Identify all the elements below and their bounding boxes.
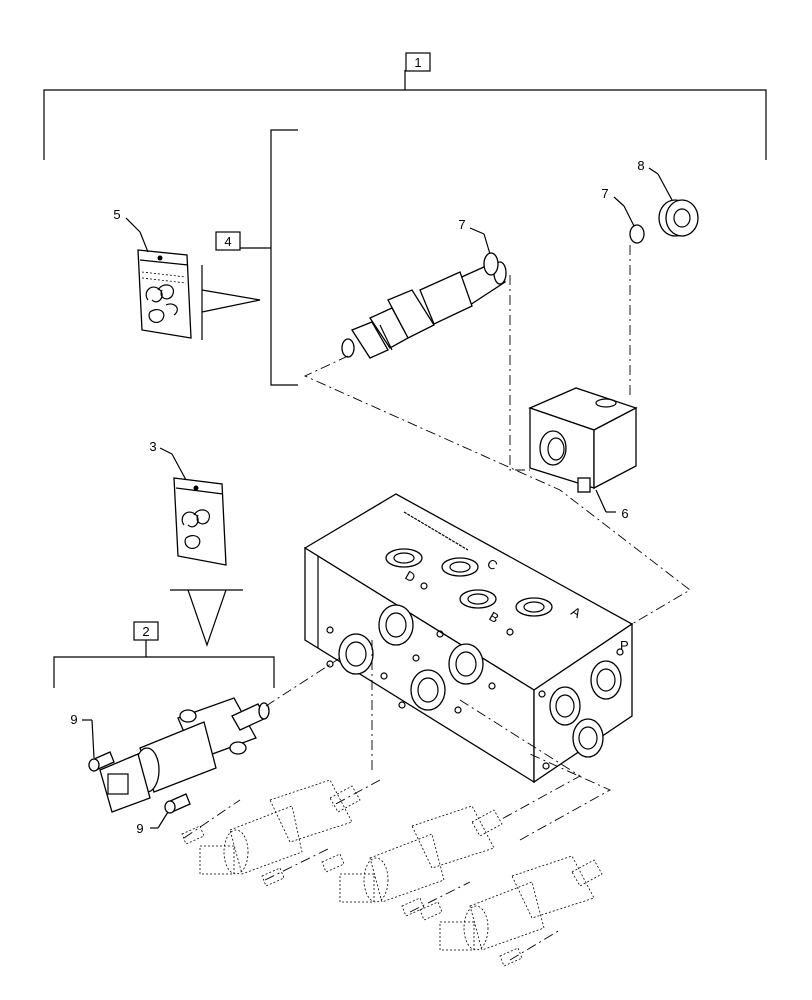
phantom-solenoid-valve-3 bbox=[419, 855, 603, 967]
port-letter-p: P bbox=[620, 638, 629, 653]
callout-9b: 9 bbox=[136, 821, 143, 836]
callout-8: 8 bbox=[637, 158, 644, 173]
o-ring-7b bbox=[629, 224, 645, 244]
group-1-bracket: 1 bbox=[43, 52, 767, 160]
phantom-solenoid-valve-2 bbox=[321, 805, 503, 917]
phantom-solenoid-valve-1 bbox=[181, 779, 361, 887]
callout-7a: 7 bbox=[458, 217, 465, 232]
callout-2: 2 bbox=[142, 624, 149, 639]
callout-6: 6 bbox=[621, 506, 628, 521]
group-4-bracket: 4 bbox=[215, 129, 298, 386]
callout-9a: 9 bbox=[70, 712, 77, 727]
callout-5: 5 bbox=[113, 207, 120, 222]
kit-pointer-5 bbox=[201, 265, 261, 340]
callout-1: 1 bbox=[414, 55, 421, 70]
assembly-lines bbox=[183, 245, 691, 961]
screw-9a bbox=[88, 751, 115, 772]
kit-pointer-3 bbox=[170, 589, 243, 647]
callout-4: 4 bbox=[224, 234, 231, 249]
group-2-bracket: 2 bbox=[53, 621, 275, 688]
o-ring-7a bbox=[483, 252, 499, 276]
solenoid-valve-2 bbox=[99, 697, 270, 813]
cartridge-valve-4 bbox=[341, 261, 507, 359]
screw-9b bbox=[164, 793, 191, 814]
seal-kit-bag-5 bbox=[137, 249, 192, 339]
seal-kit-bag-3 bbox=[173, 477, 227, 566]
valve-block bbox=[303, 493, 634, 784]
coil-nut-8 bbox=[658, 199, 699, 237]
callout-3: 3 bbox=[149, 439, 156, 454]
solenoid-coil-6 bbox=[528, 387, 638, 493]
callout-7b: 7 bbox=[601, 186, 608, 201]
